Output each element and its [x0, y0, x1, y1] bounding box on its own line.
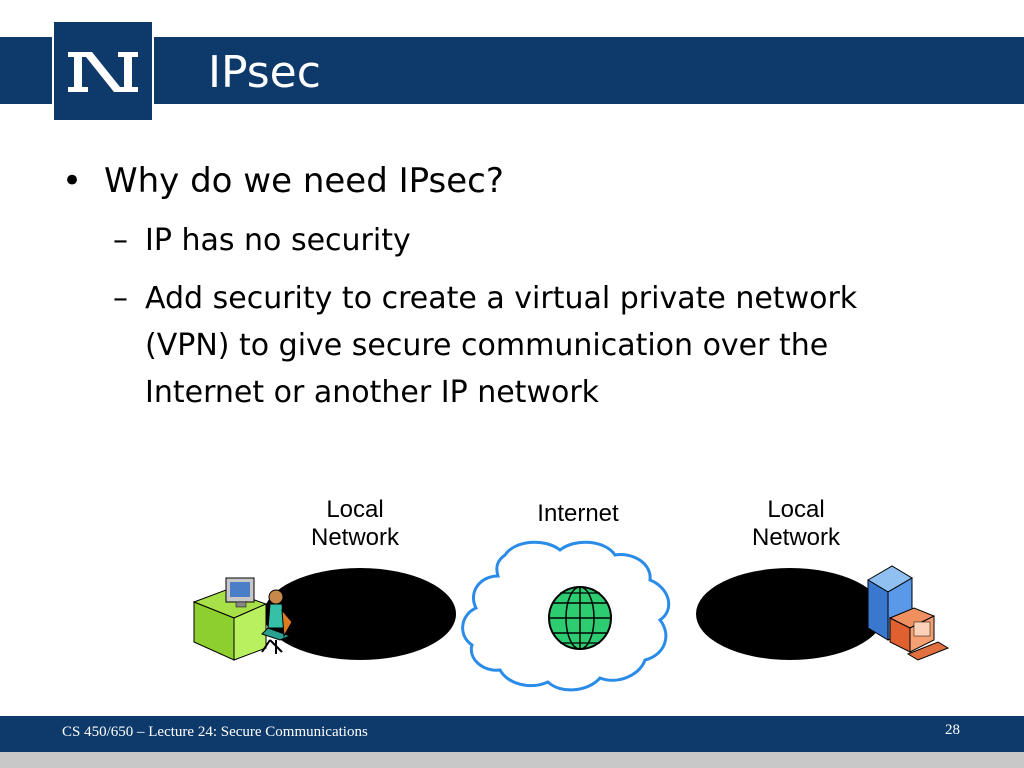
right-network-label: Local Network — [751, 496, 841, 551]
sub-bullet-2-line-2: (VPN) to give secure communication over … — [145, 328, 829, 363]
dash-marker: – — [113, 281, 128, 316]
desk-workstation-icon — [192, 577, 293, 661]
globe-icon — [548, 586, 612, 650]
footer-course-text: CS 450/650 – Lecture 24: Secure Communic… — [62, 724, 368, 740]
title-bar — [0, 37, 1024, 104]
sub-bullet-1-text: IP has no security — [145, 223, 411, 258]
right-network-ellipse — [696, 568, 884, 660]
bullet-marker: • — [62, 161, 83, 201]
left-network-label: Local Network — [310, 496, 400, 551]
footer-strip — [0, 752, 1024, 768]
server-computer-icon — [867, 565, 950, 661]
dash-marker: – — [113, 223, 128, 258]
main-bullet-text: Why do we need IPsec? — [104, 161, 504, 201]
internet-label: Internet — [537, 500, 619, 527]
page-number: 28 — [945, 722, 960, 738]
footer-bar — [0, 716, 1024, 752]
left-network-ellipse — [264, 568, 456, 660]
slide-title: IPsec — [208, 47, 321, 98]
n-logo-icon — [68, 52, 138, 92]
sub-bullet-2-line-1: Add security to create a virtual private… — [145, 281, 858, 316]
sub-bullet-2-line-3: Internet or another IP network — [145, 375, 600, 410]
university-logo — [52, 20, 154, 122]
vpn-diagram — [192, 540, 950, 692]
